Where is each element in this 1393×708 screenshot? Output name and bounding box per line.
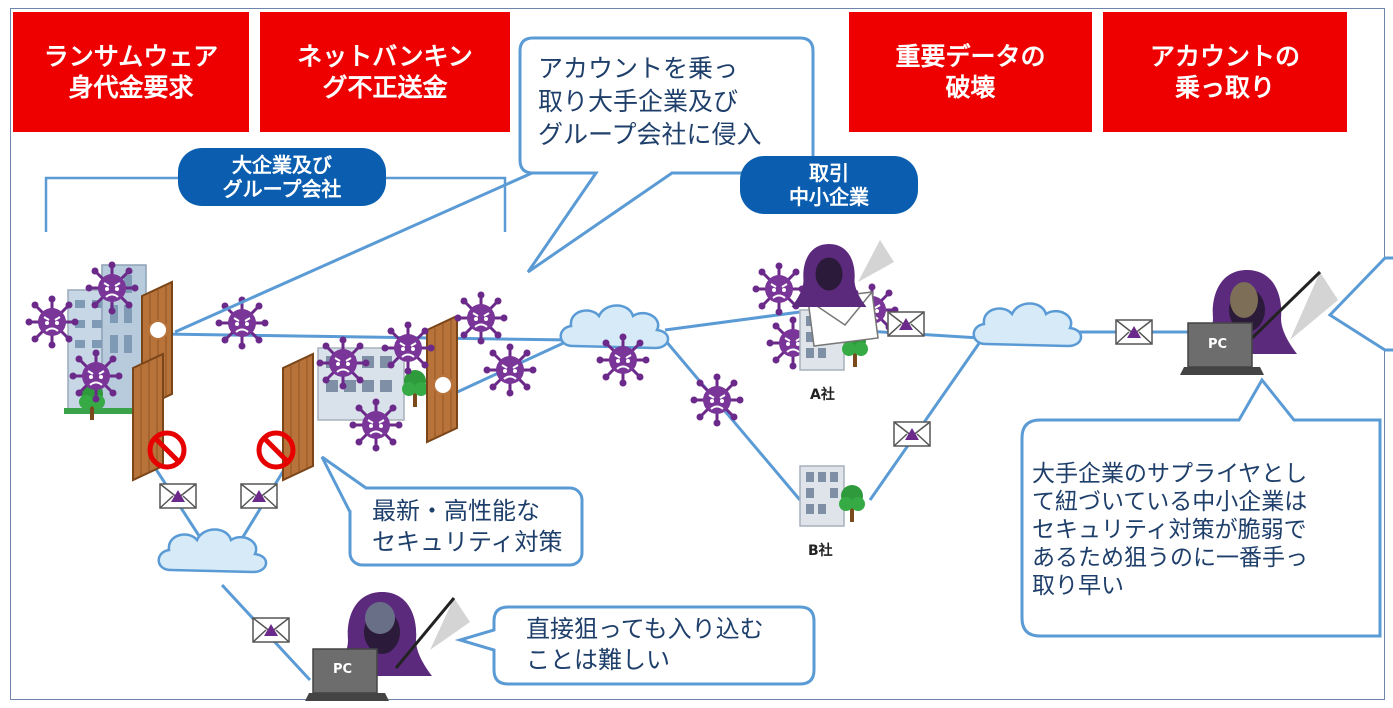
sme-partner-label: 取引 中小企業 — [740, 156, 918, 214]
envelope-icon — [159, 483, 197, 509]
virus-icon — [380, 320, 436, 376]
cloud-icon — [972, 302, 1083, 348]
envelope-icon — [893, 421, 931, 447]
threat-box-account-takeover: アカウントの 乗っ取り — [1103, 12, 1347, 132]
threat-box-ransomware: ランサムウェア 身代金要求 — [13, 12, 249, 132]
virus-icon — [315, 335, 371, 391]
company-b-label: B社 — [808, 543, 833, 559]
company-b-building-icon — [799, 465, 845, 527]
virus-icon — [595, 332, 651, 388]
envelope-icon — [1115, 319, 1153, 345]
threat-box-netbanking: ネットバンキン グ不正送金 — [260, 12, 510, 132]
pc-label-main: PC — [1208, 337, 1228, 352]
company-a-label: A社 — [810, 387, 835, 403]
virus-icon — [24, 294, 80, 350]
pc-label-bottom: PC — [333, 662, 353, 677]
tree-icon — [402, 370, 428, 407]
virus-icon — [689, 372, 745, 428]
virus-icon — [348, 397, 404, 453]
callout-shapes — [174, 36, 1393, 686]
firewall-door-icon — [132, 353, 164, 481]
security-callout-text: 最新・高性能な セキュリティ対策 — [372, 497, 563, 556]
supplier-callout-text: 大手企業のサプライヤとし て紐づいている中小企業は セキュリティ対策が脆弱で あ… — [1032, 461, 1308, 599]
virus-icon — [68, 348, 124, 404]
envelope-icon — [240, 483, 278, 509]
hacker-icon — [791, 244, 867, 307]
enterprise-group-label: 大企業及び グループ会社 — [178, 148, 386, 206]
virus-icon — [751, 261, 807, 317]
takeover-callout-text: アカウントを乗っ 取り大手企業及び グループ会社に侵入 — [538, 54, 762, 149]
threat-box-data-destruction: 重要データの 破壊 — [849, 12, 1092, 132]
virus-icon — [453, 290, 509, 346]
cloud-icon — [157, 528, 268, 574]
envelope-icon — [252, 617, 290, 643]
virus-icon — [84, 260, 140, 316]
diagram-frame — [10, 8, 1385, 700]
virus-icon — [214, 295, 270, 351]
cloud-icon — [559, 304, 670, 350]
envelope-icon — [887, 311, 925, 337]
virus-icon — [482, 342, 538, 398]
direct-attack-callout-text: 直接狙っても入り込む ことは難しい — [526, 615, 764, 674]
